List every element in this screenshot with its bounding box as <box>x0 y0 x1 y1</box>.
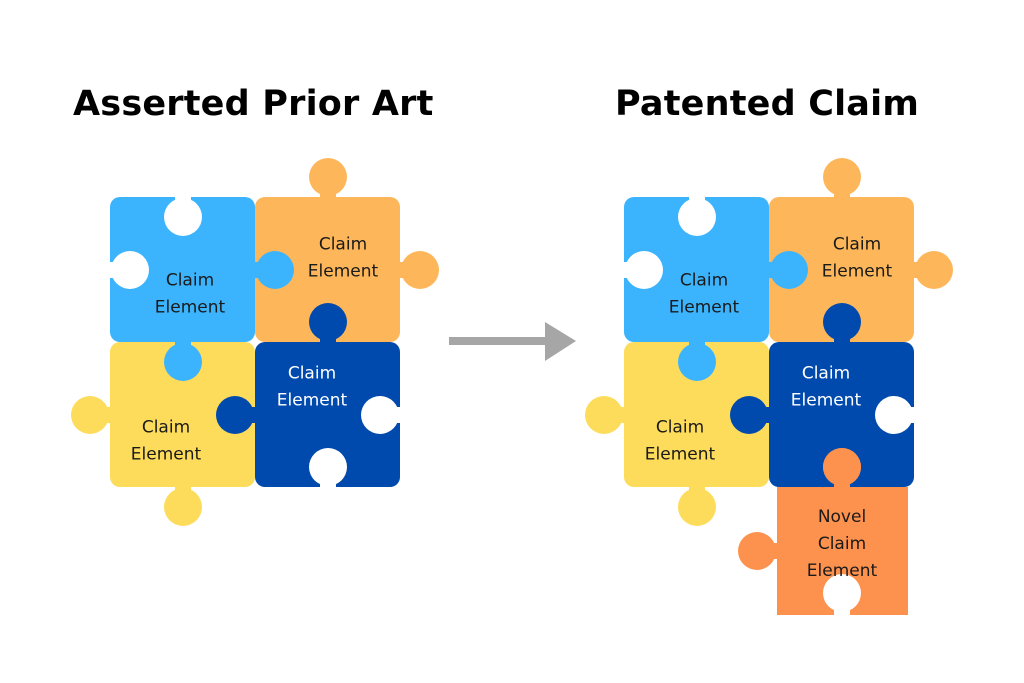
piece-top-left <box>623 196 808 381</box>
piece-bottom-right-label-line: Claim <box>288 364 336 384</box>
piece-bottom-left-body <box>110 342 255 487</box>
patented-claim-puzzle: NovelClaimElementClaimElementClaimElemen… <box>585 158 953 616</box>
piece-bottom-left <box>585 342 769 526</box>
arrow-right-icon <box>449 322 576 361</box>
piece-bottom-right-left-knob <box>216 396 257 434</box>
piece-top-right-body <box>255 197 400 342</box>
piece-top-left-knob <box>164 343 202 381</box>
piece-top-right-label-line: Claim <box>833 235 881 255</box>
piece-bottom-right-label-line: Claim <box>802 364 850 384</box>
piece-novel-label-line: Novel <box>818 507 866 527</box>
piece-bottom-right-body <box>255 342 400 487</box>
piece-top-right <box>769 158 953 342</box>
arrow-shaft <box>449 337 547 345</box>
piece-bottom-right <box>255 303 401 488</box>
piece-top-right-knob <box>309 158 347 196</box>
piece-top-right-knob <box>401 251 439 289</box>
piece-bottom-right-knob <box>823 303 861 341</box>
piece-top-right-label-line: Element <box>822 262 893 282</box>
piece-bottom-left-knob <box>164 488 202 526</box>
piece-top-left-label-line: Element <box>669 298 740 318</box>
piece-top-right-knob <box>915 251 953 289</box>
prior-art-puzzle: ClaimElementClaimElementClaimElementClai… <box>71 158 439 526</box>
piece-top-left-label-line: Element <box>155 298 226 318</box>
piece-bottom-right-label-line: Element <box>791 391 862 411</box>
piece-top-left <box>109 196 294 381</box>
piece-bottom-left <box>71 342 255 526</box>
piece-top-right-label-line: Claim <box>319 235 367 255</box>
title-patented-claim: Patented Claim <box>615 84 919 124</box>
piece-top-left-hole <box>164 198 202 236</box>
piece-bottom-right-left-knob <box>730 396 771 434</box>
piece-bottom-right-hole <box>875 396 913 434</box>
piece-novel-label-line: Element <box>807 561 878 581</box>
piece-top-right-body <box>769 197 914 342</box>
piece-novel-hole <box>823 574 861 612</box>
piece-top-left-hole <box>678 198 716 236</box>
piece-top-left-hole <box>111 251 149 289</box>
piece-top-left-hole <box>625 251 663 289</box>
piece-top-left-body <box>624 197 769 342</box>
piece-bottom-left-knob <box>71 396 109 434</box>
piece-novel-knob <box>823 448 861 486</box>
piece-novel <box>738 448 908 616</box>
piece-top-right-knob <box>823 158 861 196</box>
piece-bottom-left-body <box>624 342 769 487</box>
piece-bottom-left-label-line: Claim <box>142 418 190 438</box>
piece-top-left-label-line: Claim <box>680 271 728 291</box>
piece-top-left-knob <box>678 343 716 381</box>
piece-bottom-right-hole <box>309 448 347 486</box>
piece-bottom-right-knob <box>309 303 347 341</box>
piece-top-left-label-line: Claim <box>166 271 214 291</box>
piece-bottom-left-knob <box>585 396 623 434</box>
piece-top-left-knob <box>770 251 808 289</box>
piece-novel-label-line: Claim <box>818 534 866 554</box>
piece-bottom-right-hole <box>361 396 399 434</box>
title-asserted-prior-art: Asserted Prior Art <box>73 84 434 124</box>
piece-bottom-left-label-line: Claim <box>656 418 704 438</box>
piece-top-left-knob <box>256 251 294 289</box>
piece-bottom-left-knob <box>678 488 716 526</box>
piece-top-left-body <box>110 197 255 342</box>
piece-bottom-right-label-line: Element <box>277 391 348 411</box>
piece-bottom-left-label-line: Element <box>131 445 202 465</box>
piece-top-right <box>255 158 439 342</box>
piece-top-right-label-line: Element <box>308 262 379 282</box>
arrow-head <box>545 322 576 361</box>
piece-bottom-left-label-line: Element <box>645 445 716 465</box>
piece-bottom-right-body <box>769 342 914 487</box>
